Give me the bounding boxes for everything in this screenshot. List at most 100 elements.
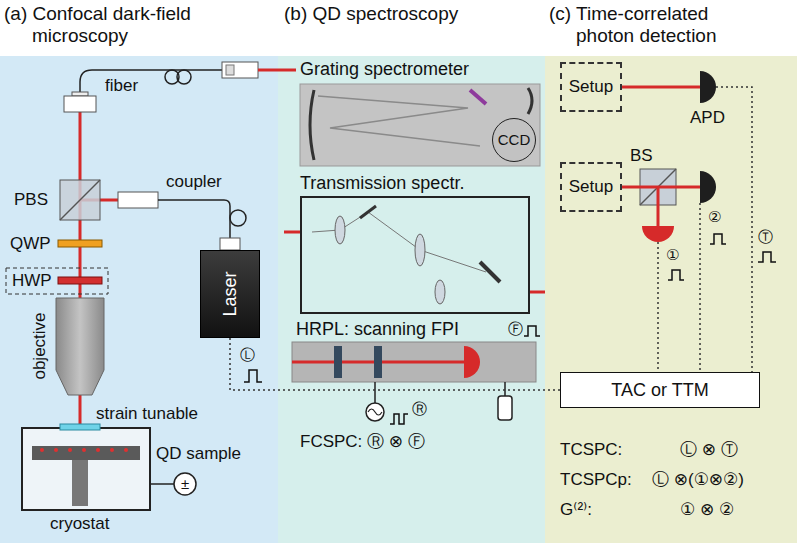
interferometer-box: HRPL: scanning FPI (292, 318, 536, 382)
grating (480, 262, 500, 282)
pulse-symbol (524, 326, 540, 336)
signal-marker: ② (708, 208, 721, 225)
circle-shape (40, 448, 44, 452)
fiber-connector (226, 65, 234, 75)
cryostat-window (60, 424, 100, 430)
spectrometer-box: Transmission spectr. (300, 172, 530, 314)
circle-shape (96, 448, 100, 452)
box-label: TAC or TTM (611, 380, 708, 401)
optional-bracket (6, 268, 108, 294)
component-label: strain tunable (96, 404, 198, 424)
beam-path (312, 212, 486, 272)
component-label: cryostat (50, 514, 110, 534)
component-label: fiber (105, 76, 138, 96)
beam-splitter-cube (60, 180, 100, 220)
component-label: coupler (166, 172, 222, 192)
panel-ground (545, 56, 797, 543)
spectrometer-box: Grating spectrometerCCD (296, 58, 544, 166)
signal-wire (658, 87, 752, 372)
objective-lens (56, 298, 104, 395)
fiber-coupler (118, 192, 158, 208)
setup-box: Setup (560, 162, 622, 212)
signal-marker: ① (666, 246, 679, 263)
grating (470, 90, 486, 104)
component-label: HWP (12, 271, 52, 291)
mirror (360, 206, 376, 218)
detection-illustration (600, 71, 776, 372)
signal-marker: Ⓡ (412, 400, 427, 417)
cryostat-housing (22, 428, 150, 510)
panel-grounds (0, 56, 797, 543)
method-name: TCSPC: (560, 440, 622, 460)
pulse-symbol (244, 370, 262, 382)
box-label: Setup (569, 177, 613, 197)
lens (335, 216, 345, 244)
fiber-connector (72, 92, 88, 96)
panel-ground (278, 56, 545, 543)
lens (435, 280, 445, 304)
sine-symbol (368, 409, 382, 415)
box-heading: HRPL: scanning FPI (296, 319, 459, 340)
mirror (528, 88, 532, 114)
voltage-symbol: ± (181, 475, 189, 492)
light-beam (284, 232, 545, 292)
component-label: PBS (14, 190, 48, 210)
correlation-formula: FCSPC: Ⓡ ⊗ Ⓕ (300, 432, 425, 452)
laser-box: Laser (200, 250, 260, 338)
microscope-illustration (6, 62, 296, 510)
piezo-pedestal (72, 460, 88, 506)
method-name: G⁽²⁾: (560, 500, 592, 520)
ccd-camera: CCD (492, 118, 536, 162)
circle-shape (110, 448, 114, 452)
beam-splitter-cube (60, 180, 100, 220)
panel-ground (0, 56, 278, 543)
ramp-generator (366, 403, 384, 421)
apd-detector (700, 71, 716, 103)
circle-shape (124, 448, 128, 452)
setup-box: Setup (560, 62, 622, 112)
box-label: CCD (498, 131, 531, 148)
panel: (c) Time-correlated photon detectionSetu… (545, 0, 797, 543)
pulse-symbol (390, 414, 408, 424)
voltage-wire (150, 483, 174, 485)
voltage-source (174, 473, 196, 495)
box-heading: Grating spectrometer (300, 59, 469, 80)
panel: (b) QD spectroscopyGrating spectrometerC… (278, 0, 545, 543)
fpi-mirror (374, 346, 382, 378)
component-label: QWP (10, 234, 51, 254)
qd-sample (32, 446, 140, 460)
circle-shape (54, 448, 58, 452)
box-heading: Transmission spectr. (300, 173, 464, 194)
signal-marker: Ⓛ (240, 346, 255, 363)
box-label: Laser (220, 271, 241, 316)
spectrometer-outline (300, 196, 530, 314)
panel-heading: (c) Time-correlated photon detection (549, 3, 767, 48)
trigger-wire (230, 338, 560, 390)
timing-box: TAC or TTM (560, 372, 760, 408)
lens (415, 234, 425, 266)
fiber-line (158, 200, 230, 238)
light-beam (258, 69, 296, 72)
fiber-connector (222, 62, 258, 78)
panel-heading: (a) Confocal dark-field microscopy (4, 3, 249, 48)
beam-path (318, 96, 480, 146)
quarter-wave-plate (58, 240, 102, 247)
circle-shape (82, 448, 86, 452)
component-label: QD sample (156, 444, 241, 464)
component-label: BS (630, 146, 653, 166)
component-label: objective (30, 312, 50, 379)
half-wave-plate (58, 277, 102, 284)
box-label: Setup (569, 77, 613, 97)
detector (642, 226, 674, 242)
signal-marker: Ⓣ (758, 228, 773, 245)
fiber-loop (230, 210, 246, 226)
interferometer-body (292, 342, 536, 382)
fiber-connector (64, 96, 96, 112)
spectrometer-body (300, 84, 540, 166)
correlation-formula: Ⓛ ⊗ Ⓣ (680, 440, 738, 460)
quantum-dots (40, 448, 128, 452)
mirror (310, 90, 314, 160)
component-label: APD (690, 108, 725, 128)
circle-shape (68, 448, 72, 452)
